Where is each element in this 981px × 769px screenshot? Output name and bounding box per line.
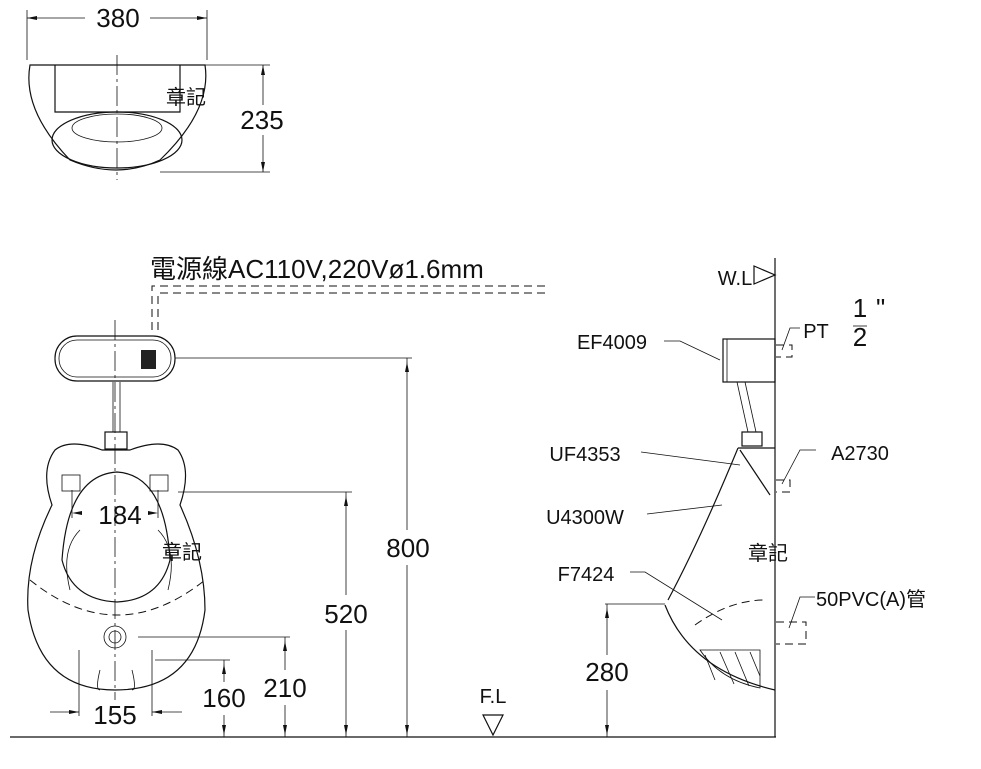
label-pt-inch: " bbox=[876, 293, 885, 323]
dim-380: 380 bbox=[96, 3, 139, 33]
dim-155: 155 bbox=[93, 700, 136, 730]
label-a2730: A2730 bbox=[831, 443, 889, 465]
label-pt-numerator: 1 bbox=[853, 293, 867, 323]
dim-210: 210 bbox=[263, 673, 306, 703]
side-view: W.L EF4009 PT 1 2 " UF4353 A2730 U4300W … bbox=[546, 265, 926, 737]
dim-520: 520 bbox=[324, 599, 367, 629]
label-ef4009: EF4009 bbox=[577, 332, 647, 354]
stamp-front: 章記 bbox=[162, 541, 202, 564]
power-cable-label: 電源線AC110V,220Vø1.6mm bbox=[150, 254, 484, 284]
dim-235: 235 bbox=[240, 105, 283, 135]
wall-level-label: W.L bbox=[718, 268, 752, 290]
label-50pvc: 50PVC(A)管 bbox=[816, 588, 926, 611]
floor-level-marker bbox=[482, 714, 504, 737]
top-view: 380 235 章記 bbox=[26, 3, 284, 180]
label-pt-denominator: 2 bbox=[853, 322, 867, 352]
stamp-side: 章記 bbox=[748, 542, 788, 565]
front-view: 電源線AC110V,220Vø1.6mm 184 章記 155 800 520 bbox=[27, 254, 545, 737]
dim-184: 184 bbox=[98, 500, 141, 530]
sensor-window bbox=[141, 350, 156, 369]
stamp-top: 章記 bbox=[166, 86, 206, 109]
wall-level-marker bbox=[753, 265, 777, 285]
label-pt: PT bbox=[803, 321, 829, 343]
label-f7424: F7424 bbox=[558, 564, 615, 586]
dim-160: 160 bbox=[202, 683, 245, 713]
floor-level-label: F.L bbox=[480, 686, 507, 708]
label-u4300w: U4300W bbox=[546, 507, 624, 529]
dim-280: 280 bbox=[585, 657, 628, 687]
dim-800: 800 bbox=[386, 533, 429, 563]
label-uf4353: UF4353 bbox=[549, 444, 620, 466]
